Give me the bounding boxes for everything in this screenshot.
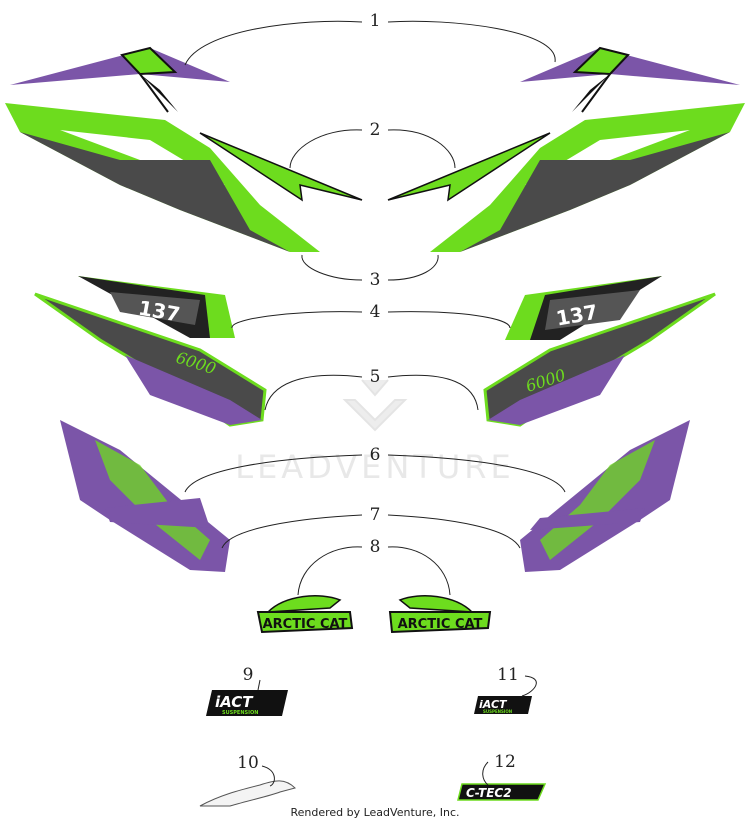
decal-part-2-right	[387, 103, 745, 252]
ctec-logo: C-TEC2	[466, 786, 512, 800]
decal-part-8-left: ARCTIC CAT	[256, 595, 354, 634]
decal-part-6-right	[520, 420, 690, 572]
callout-11: 11	[497, 665, 519, 685]
footer-credit: Rendered by LeadVenture, Inc.	[290, 806, 460, 819]
decal-part-7-left	[105, 498, 210, 528]
callout-4: 4	[370, 302, 381, 322]
cat-logo-icon	[266, 595, 342, 613]
brand-logo-right: ARCTIC CAT	[398, 617, 483, 632]
callout-12: 12	[494, 752, 516, 772]
callout-3: 3	[370, 270, 381, 290]
decal-part-10	[199, 780, 296, 807]
leader-lines	[184, 20, 566, 787]
iact-sub-large: SUSPENSION	[222, 710, 258, 716]
decal-part-1-left	[10, 46, 230, 113]
cat-silhouette-icon	[199, 780, 296, 807]
decal-part-5-right: 6000	[483, 292, 716, 427]
callout-8: 8	[370, 537, 381, 557]
callout-10: 10	[237, 753, 259, 773]
decal-part-9: iACT SUSPENSION	[206, 690, 288, 716]
decal-part-12: C-TEC2	[457, 783, 547, 801]
decal-part-6-left	[60, 420, 230, 572]
callout-5: 5	[370, 367, 381, 387]
callout-2: 2	[370, 120, 381, 140]
callout-numbers: 1 2 3 4 5 6 7 8 9 10 11 12	[237, 11, 519, 773]
watermark: LEADVENTURE	[235, 379, 514, 486]
cat-logo-icon	[398, 595, 474, 613]
decal-part-2-left	[5, 103, 363, 252]
iact-logo-large: iACT	[215, 693, 254, 711]
iact-sub-small: SUSPENSION	[483, 709, 512, 714]
iact-logo-small: iACT	[479, 698, 508, 711]
callout-1: 1	[370, 11, 381, 31]
callout-6: 6	[370, 445, 381, 465]
callout-9: 9	[243, 665, 254, 685]
decal-part-11: iACT SUSPENSION	[474, 696, 532, 714]
watermark-text: LEADVENTURE	[235, 448, 514, 486]
decal-part-7-right	[530, 508, 645, 530]
brand-logo-left: ARCTIC CAT	[263, 617, 348, 632]
decal-part-1-right	[520, 46, 740, 113]
decal-part-5-left: 6000	[34, 292, 267, 427]
decal-part-8-right: ARCTIC CAT	[388, 595, 492, 634]
decal-part-4-right: 137	[505, 276, 662, 340]
callout-7: 7	[370, 505, 381, 525]
watermark-logo-icon	[342, 379, 408, 432]
